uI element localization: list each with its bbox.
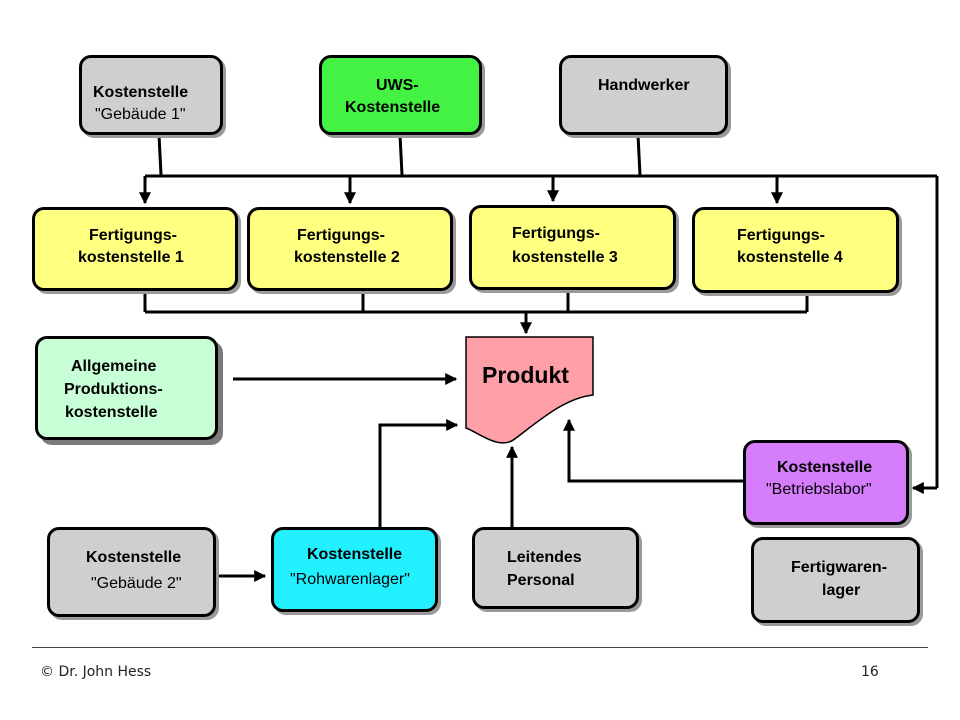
node-fertigungskostenstelle-2: Fertigungs- kostenstelle 2 xyxy=(247,207,453,291)
node-fert2-line1: Fertigungs- xyxy=(297,227,385,244)
edge-uws-bus xyxy=(398,134,404,176)
node-rohwarenlager-line2: "Rohwarenlager" xyxy=(290,571,410,588)
node-leitendes-line2: Personal xyxy=(507,572,575,589)
footer-copyright: © Dr. John Hess xyxy=(40,664,152,680)
node-fertigungskostenstelle-1: Fertigungs- kostenstelle 1 xyxy=(32,207,238,291)
node-betriebslabor-line2: "Betriebslabor" xyxy=(766,481,872,498)
node-uws-line1: UWS- xyxy=(376,77,419,94)
node-fert4-line2: kostenstelle 4 xyxy=(737,249,843,266)
footer-divider xyxy=(32,647,928,648)
node-leitendes-personal: Leitendes Personal xyxy=(472,527,639,609)
node-allgemeine-line1: Allgemeine xyxy=(71,358,157,375)
node-gebaeude2-line2: "Gebäude 2" xyxy=(91,575,182,592)
node-kostenstelle-betriebslabor: Kostenstelle "Betriebslabor" xyxy=(743,440,909,525)
edge-rohwarenlager-produkt xyxy=(378,419,459,527)
node-fert2-line2: kostenstelle 2 xyxy=(294,249,400,266)
edge-gebaeude1-bus xyxy=(157,134,163,176)
node-allgemeine-line3: kostenstelle xyxy=(65,404,158,421)
node-uws-line2: Kostenstelle xyxy=(345,99,441,116)
node-fert1-line1: Fertigungs- xyxy=(89,227,177,244)
node-fertigwaren-line2: lager xyxy=(822,582,861,599)
node-kostenstelle-gebaeude-2: Kostenstelle "Gebäude 2" xyxy=(47,527,216,617)
node-fert1-line2: kostenstelle 1 xyxy=(78,249,184,266)
node-gebaeude1-line1: Kostenstelle xyxy=(93,84,189,101)
node-rohwarenlager-line1: Kostenstelle xyxy=(307,546,403,563)
node-handwerker-line1: Handwerker xyxy=(598,77,690,94)
node-fertigungskostenstelle-4: Fertigungs- kostenstelle 4 xyxy=(692,207,899,293)
node-fertigwarenlager: Fertigwaren- lager xyxy=(751,537,920,623)
node-gebaeude1-line2: "Gebäude 1" xyxy=(95,106,186,123)
node-gebaeude2-line1: Kostenstelle xyxy=(86,549,182,566)
node-kostenstelle-rohwarenlager: Kostenstelle "Rohwarenlager" xyxy=(271,527,438,612)
produkt-shape xyxy=(465,336,594,444)
node-produkt-label: Produkt xyxy=(482,362,569,388)
node-fert3-line2: kostenstelle 3 xyxy=(512,249,618,266)
node-kostenstelle-gebaeude-1: Kostenstelle "Gebäude 1" xyxy=(79,55,223,135)
node-fertigungskostenstelle-3: Fertigungs- kostenstelle 3 xyxy=(469,205,676,290)
edge-handwerker-bus xyxy=(636,134,642,176)
node-betriebslabor-line1: Kostenstelle xyxy=(777,459,873,476)
node-leitendes-line1: Leitendes xyxy=(507,549,582,566)
node-handwerker: Handwerker xyxy=(559,55,728,135)
node-uws-kostenstelle: UWS- Kostenstelle xyxy=(319,55,482,135)
footer-page-number: 16 xyxy=(861,664,879,680)
edge-betriebslabor-produkt xyxy=(563,418,745,483)
node-fertigwaren-line1: Fertigwaren- xyxy=(791,559,888,576)
node-allgemeine-produktionskostenstelle: Allgemeine Produktions- kostenstelle xyxy=(35,336,218,440)
node-fert3-line1: Fertigungs- xyxy=(512,225,600,242)
node-allgemeine-line2: Produktions- xyxy=(64,381,163,398)
node-fert4-line1: Fertigungs- xyxy=(737,227,825,244)
